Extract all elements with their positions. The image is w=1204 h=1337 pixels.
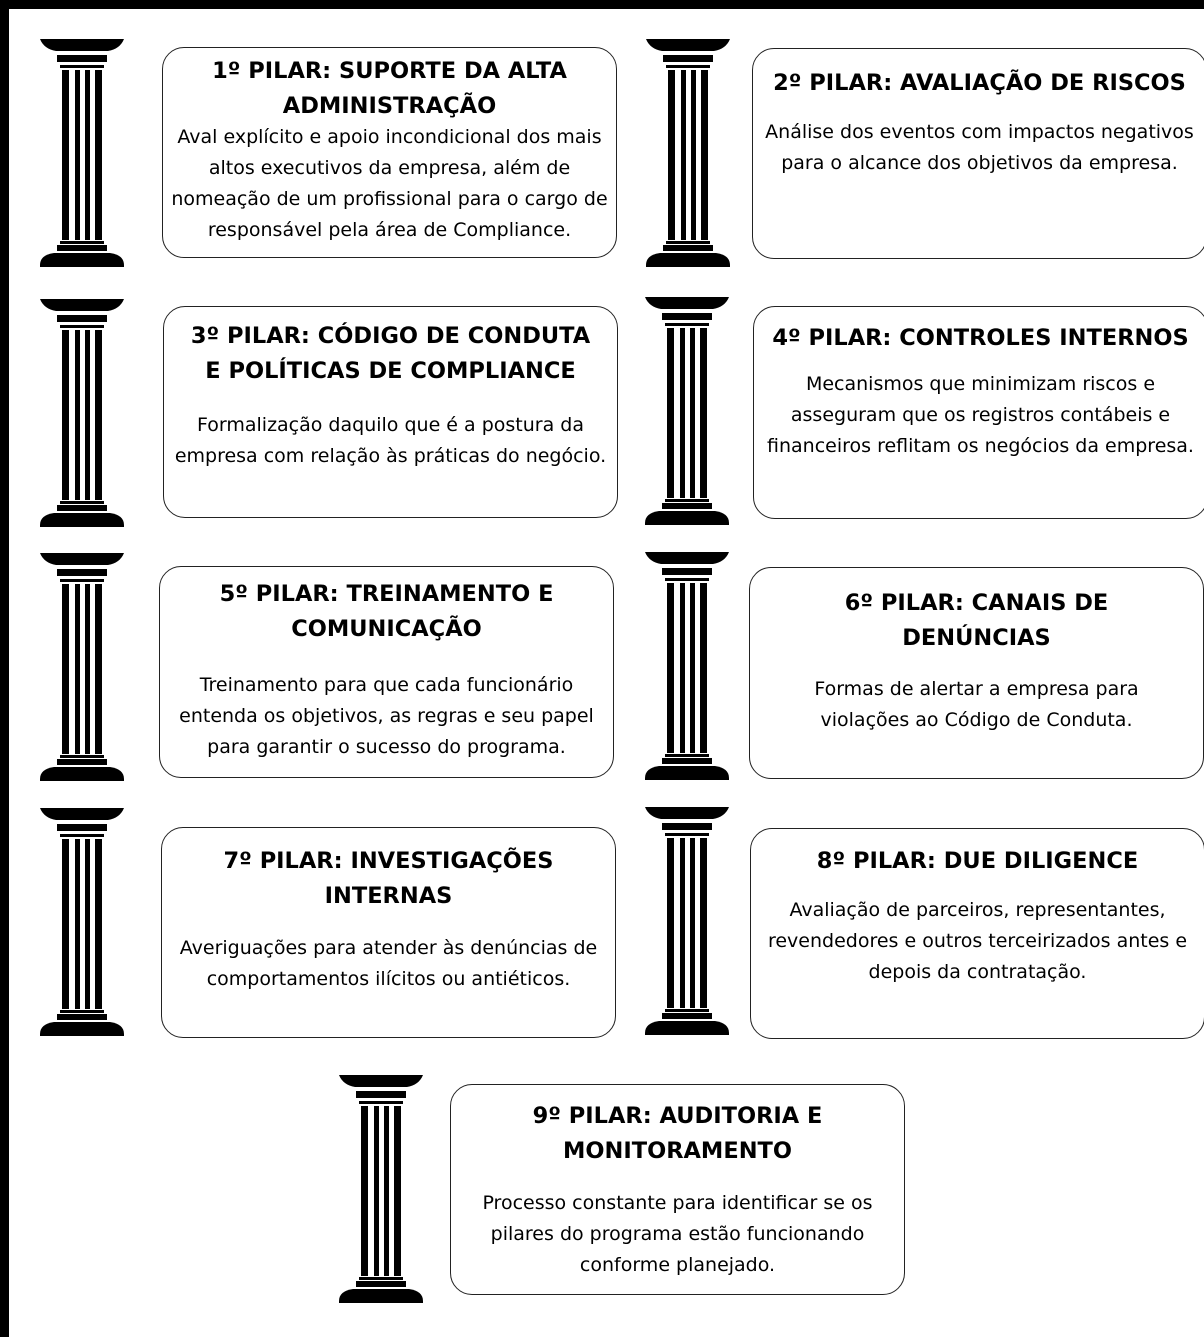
pillar-description: Processo constante para identificar se o… <box>482 1192 873 1276</box>
column-icon <box>38 297 126 529</box>
pillar-title: 7º PILAR: INVESTIGAÇÕES INTERNAS <box>223 848 554 909</box>
pillar-card-1: 1º PILAR: SUPORTE DA ALTA ADMINISTRAÇÃO … <box>162 47 617 258</box>
pillar-card-8: 8º PILAR: DUE DILIGENCE Avaliação de par… <box>750 828 1204 1039</box>
pillar-title: 4º PILAR: CONTROLES INTERNOS <box>772 325 1189 351</box>
pillar-description: Mecanismos que minimizam riscos e assegu… <box>767 373 1194 457</box>
column-icon <box>38 806 126 1038</box>
pillar-description: Treinamento para que cada funcionário en… <box>179 674 594 758</box>
column-icon <box>643 550 731 782</box>
pillar-description: Análise dos eventos com impactos negativ… <box>765 121 1194 174</box>
pillar-description: Aval explícito e apoio incondicional dos… <box>171 126 608 241</box>
pillar-description: Formas de alertar a empresa para violaçõ… <box>814 678 1139 731</box>
pillar-title: 2º PILAR: AVALIAÇÃO DE RISCOS <box>773 70 1186 96</box>
column-icon <box>643 805 731 1037</box>
pillar-title: 1º PILAR: SUPORTE DA ALTA ADMINISTRAÇÃO <box>212 58 567 119</box>
pillar-title: 5º PILAR: TREINAMENTO E COMUNICAÇÃO <box>219 581 554 642</box>
pillar-title: 6º PILAR: CANAIS DE DENÚNCIAS <box>844 590 1109 651</box>
pillar-title: 3º PILAR: CÓDIGO DE CONDUTA E POLÍTICAS … <box>190 323 591 384</box>
pillar-description: Averiguações para atender às denúncias d… <box>179 937 598 990</box>
pillar-description: Avaliação de parceiros, representantes, … <box>767 899 1188 983</box>
column-icon <box>644 37 732 269</box>
pillar-card-4: 4º PILAR: CONTROLES INTERNOS Mecanismos … <box>753 306 1204 519</box>
pillar-title: 8º PILAR: DUE DILIGENCE <box>816 848 1139 874</box>
pillar-card-5: 5º PILAR: TREINAMENTO E COMUNICAÇÃO Trei… <box>159 566 614 778</box>
column-icon <box>38 37 126 269</box>
pillar-card-3: 3º PILAR: CÓDIGO DE CONDUTA E POLÍTICAS … <box>163 306 618 518</box>
pillar-card-2: 2º PILAR: AVALIAÇÃO DE RISCOS Análise do… <box>752 48 1204 259</box>
pillar-description: Formalização daquilo que é a postura da … <box>174 414 607 467</box>
pillar-title: 9º PILAR: AUDITORIA E MONITORAMENTO <box>532 1103 823 1164</box>
pillar-card-7: 7º PILAR: INVESTIGAÇÕES INTERNAS Averigu… <box>161 827 616 1038</box>
pillar-card-6: 6º PILAR: CANAIS DE DENÚNCIAS Formas de … <box>749 567 1204 779</box>
column-icon <box>38 551 126 783</box>
column-icon <box>643 295 731 527</box>
column-icon <box>337 1073 425 1305</box>
pillar-card-9: 9º PILAR: AUDITORIA E MONITORAMENTO Proc… <box>450 1084 905 1295</box>
